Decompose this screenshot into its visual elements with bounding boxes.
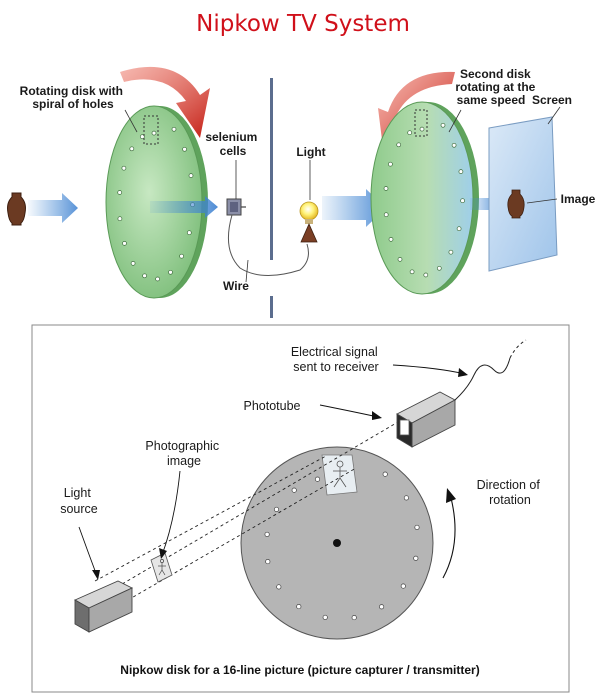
disk-hole [276, 584, 282, 590]
top-diagram: Rotating disk with spiral of holes selen… [7, 66, 596, 318]
disk-hole [151, 130, 157, 136]
disk-hole [460, 198, 465, 204]
disk-hole [117, 190, 123, 195]
disk-hole [458, 169, 464, 174]
disk2-frame-window [414, 109, 428, 137]
direction-label: Direction of rotation [477, 478, 544, 507]
disk-hole [397, 257, 403, 262]
rotation-arrow-disk1 [120, 66, 210, 138]
disk-hole [168, 269, 173, 275]
disk-hole [351, 615, 357, 621]
rotating-disk-2 [370, 101, 479, 295]
figure-caption: Nipkow disk for a 16-line picture (pictu… [120, 663, 479, 677]
phototube-box [396, 391, 456, 448]
disk-hole [129, 146, 135, 152]
wire-label: Wire [223, 279, 249, 293]
disk-hole [171, 126, 177, 132]
disk-hole [264, 531, 270, 537]
disk-hole [440, 122, 446, 128]
leader-arrowheads [92, 368, 468, 580]
rotation-arrowhead [446, 488, 456, 503]
beam-left-arrow [28, 193, 78, 223]
disk-hole [451, 142, 457, 148]
disk-hole [403, 495, 409, 501]
photographic-image-label: Photographic image [145, 439, 222, 468]
divider-bar [270, 78, 273, 260]
disk-hole [291, 487, 297, 493]
beam-light-arrow [322, 189, 386, 227]
disk-hole [388, 161, 393, 167]
disk-hole [409, 269, 415, 275]
disk-hole [179, 253, 184, 259]
disk-hole [314, 476, 321, 482]
disk-hole [121, 165, 127, 171]
disk-hole [296, 604, 302, 610]
wire-leader [245, 259, 249, 283]
disk-hole [383, 186, 389, 191]
signal-wire-dashed [509, 339, 527, 359]
disk-hole [456, 226, 462, 232]
disk-hole [407, 130, 413, 136]
disk1-label: Rotating disk with spiral of holes [20, 84, 127, 111]
disk-hole [436, 265, 442, 271]
disk1-holes [117, 126, 195, 282]
light-source-box [74, 580, 134, 633]
beam-to-cells-arrow [150, 196, 218, 218]
disk-hole [419, 126, 425, 132]
disk-hole [186, 230, 192, 236]
signal-wire [454, 357, 511, 401]
light-label: Light [296, 145, 325, 159]
selenium-label: selenium cells [205, 130, 260, 158]
disk-hole [388, 237, 394, 242]
screen-label: Screen [532, 93, 572, 107]
disk-hole [413, 555, 419, 561]
disk2-label: Second disk rotating at the same speed [455, 67, 538, 107]
page-title: Nipkow TV System [196, 11, 410, 37]
disk-hole [182, 146, 187, 152]
disk2-leader [448, 109, 462, 133]
disk-hole [130, 261, 136, 266]
disk-hole [265, 559, 271, 565]
disk-hole [382, 471, 388, 477]
disk-hole [400, 583, 406, 589]
disk-hole [273, 506, 280, 512]
disk2-holes [383, 122, 465, 278]
signal-label: Electrical signal sent to receiver [291, 345, 381, 374]
disk-hole [155, 276, 160, 282]
image-leader [526, 198, 558, 204]
screen-leader [547, 106, 561, 125]
bottom-diagram: Electrical signal sent to receiver Photo… [31, 324, 570, 693]
disk-hole [396, 142, 402, 148]
disk-hole [448, 249, 454, 255]
scan-figure [333, 460, 347, 488]
image-label: Image [561, 192, 596, 206]
vase-image [507, 189, 525, 219]
phototube-label: Phototube [244, 399, 301, 413]
disk1-frame-window [143, 115, 159, 145]
disk-axle [333, 539, 341, 547]
disk-hole [139, 134, 145, 140]
light-source-label: Light source [60, 486, 98, 516]
disk-hole [117, 216, 123, 222]
disk-hole [383, 212, 389, 218]
rotation-direction-arrow [442, 497, 456, 579]
disk-hole [414, 524, 420, 530]
screen-panel [488, 116, 558, 272]
wire [227, 214, 309, 276]
nipkow-disk-holes [264, 471, 420, 621]
disk-hole [188, 173, 194, 178]
disk-hole [423, 272, 429, 278]
disk-hole [379, 604, 385, 610]
divider-bar-lower [270, 296, 273, 318]
disk-hole [122, 241, 127, 246]
disk-hole [142, 273, 147, 279]
disk1-leader [124, 109, 138, 133]
light-bulb [299, 201, 319, 243]
vase-object [7, 192, 26, 226]
selenium-cells [226, 198, 246, 216]
photographic-image [150, 552, 173, 583]
disk-hole [322, 614, 328, 620]
